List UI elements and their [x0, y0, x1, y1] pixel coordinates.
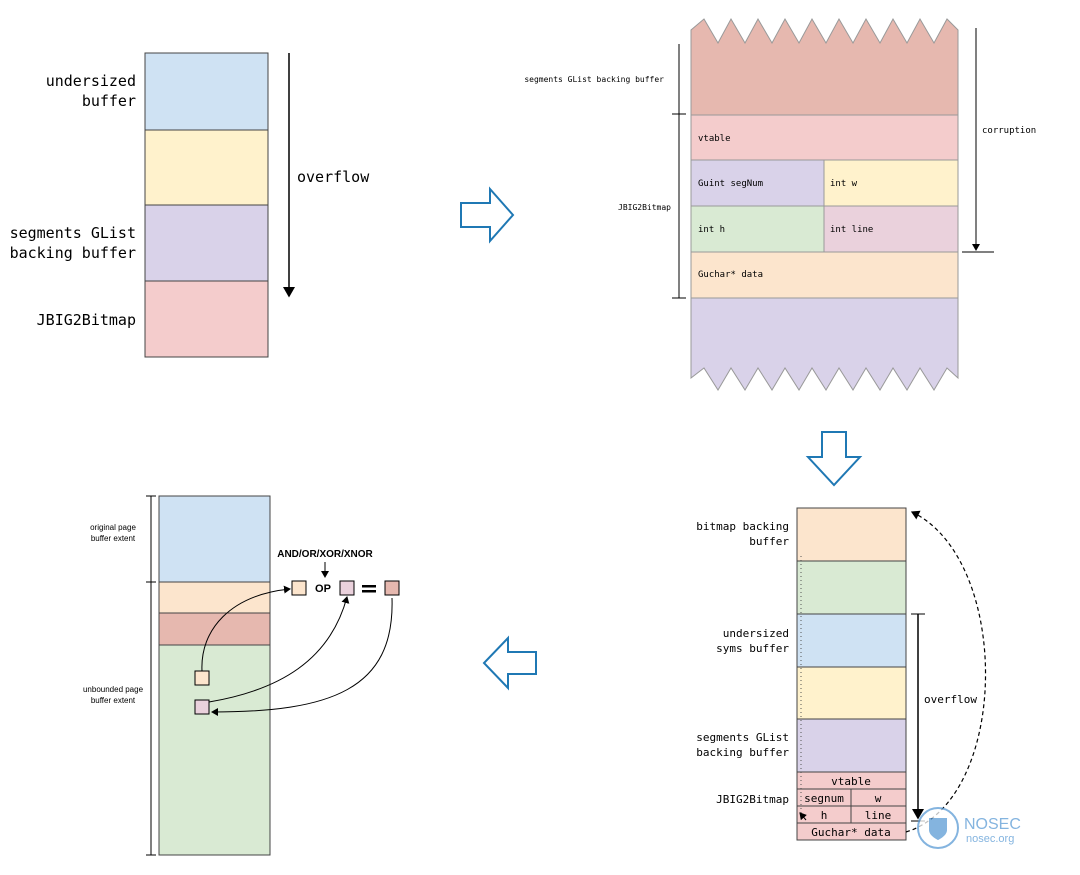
- panel-initial-layout: undersized buffer segments GList backing…: [10, 52, 370, 358]
- jbig2bitmap-block: [144, 280, 269, 358]
- panel-overflow-layout: vtable segnum w h line Guchar* data bitm…: [696, 507, 987, 841]
- undersized-syms-label-1: undersized: [723, 627, 789, 640]
- line-field: [823, 205, 959, 253]
- overflow-label: overflow: [924, 693, 977, 706]
- segments-glist-label: segments GList backing buffer: [524, 75, 664, 84]
- overflow-label: overflow: [297, 168, 370, 186]
- line-text: line: [865, 809, 892, 822]
- line-label: int line: [830, 225, 873, 235]
- undersized-syms-block: [796, 613, 907, 668]
- red-block: [158, 612, 271, 646]
- operand-a-square: [194, 670, 210, 686]
- w-field: [823, 159, 959, 207]
- equals-bar-1: [362, 585, 376, 588]
- ops-label: AND/OR/XOR/XNOR: [277, 549, 373, 560]
- operand-b-curve: [208, 596, 350, 703]
- bitmap-backing-label-1: bitmap backing: [696, 520, 789, 533]
- jbig2bitmap-label: JBIG2Bitmap: [37, 311, 136, 329]
- undersized-label-2: buffer: [82, 92, 136, 110]
- orange-block: [158, 581, 271, 614]
- panel-page-ops: original page buffer extent unbounded pa…: [83, 495, 400, 856]
- operand-a-curve: [201, 585, 291, 672]
- green-block: [796, 560, 907, 615]
- op-label: OP: [315, 583, 331, 595]
- original-label-1: original page: [90, 523, 136, 532]
- corruption-label: corruption: [982, 126, 1036, 136]
- data-field: [690, 251, 959, 299]
- segnum-label: Guint segNum: [698, 179, 763, 189]
- op-right-square: [339, 580, 355, 596]
- small-pointer-arrow: [799, 812, 807, 821]
- segments-glist-block: [796, 718, 907, 773]
- data-text: Guchar* data: [811, 826, 890, 839]
- vtable-label: vtable: [698, 134, 731, 144]
- undersized-label-1: undersized: [46, 72, 136, 90]
- nosec-watermark: NOSEC nosec.org: [917, 807, 1021, 849]
- segments-buffer-area: [690, 17, 959, 116]
- w-text: w: [875, 792, 882, 805]
- result-square: [384, 580, 400, 596]
- undersized-syms-label-2: syms buffer: [716, 642, 789, 655]
- operand-b-square: [194, 699, 210, 715]
- yellow-block: [796, 666, 907, 720]
- jbig2bitmap-label: JBIG2Bitmap: [618, 203, 671, 212]
- unbounded-label-1: unbounded page: [83, 685, 144, 694]
- segments-label-2: backing buffer: [696, 746, 789, 759]
- segments-label-1: segments GList: [696, 731, 789, 744]
- watermark-brand: NOSEC: [964, 816, 1021, 833]
- segnum-text: segnum: [804, 792, 844, 805]
- segments-label-1: segments GList: [10, 224, 136, 242]
- original-page-block: [158, 495, 271, 583]
- h-label: int h: [698, 225, 725, 235]
- undersized-buffer-block: [144, 52, 269, 131]
- h-text: h: [821, 809, 828, 822]
- vtable-text: vtable: [831, 775, 871, 788]
- lower-purple-area: [690, 297, 959, 391]
- yellow-block: [144, 129, 269, 206]
- shield-icon: [929, 818, 947, 840]
- segments-glist-block: [144, 204, 269, 282]
- segments-label-2: backing buffer: [10, 244, 136, 262]
- unbounded-label-2: buffer extent: [91, 696, 136, 705]
- bitmap-backing-label-2: buffer: [749, 535, 789, 548]
- vtable-field: [690, 114, 959, 161]
- original-label-2: buffer extent: [91, 534, 136, 543]
- w-label: int w: [830, 179, 858, 189]
- watermark-domain: nosec.org: [966, 833, 1014, 845]
- bitmap-backing-block: [796, 507, 907, 562]
- left-arrow-icon: [482, 635, 537, 691]
- data-label: Guchar* data: [698, 270, 763, 280]
- panel-corruption: vtable Guint segNum int w int h int line…: [524, 17, 1036, 391]
- right-arrow-icon: [460, 186, 515, 244]
- unbounded-page-block: [158, 644, 271, 856]
- op-left-square: [291, 580, 307, 596]
- equals-bar-2: [362, 590, 376, 593]
- down-arrow-icon: [805, 431, 863, 487]
- jbig2bitmap-label: JBIG2Bitmap: [716, 793, 789, 806]
- result-curve: [211, 597, 393, 716]
